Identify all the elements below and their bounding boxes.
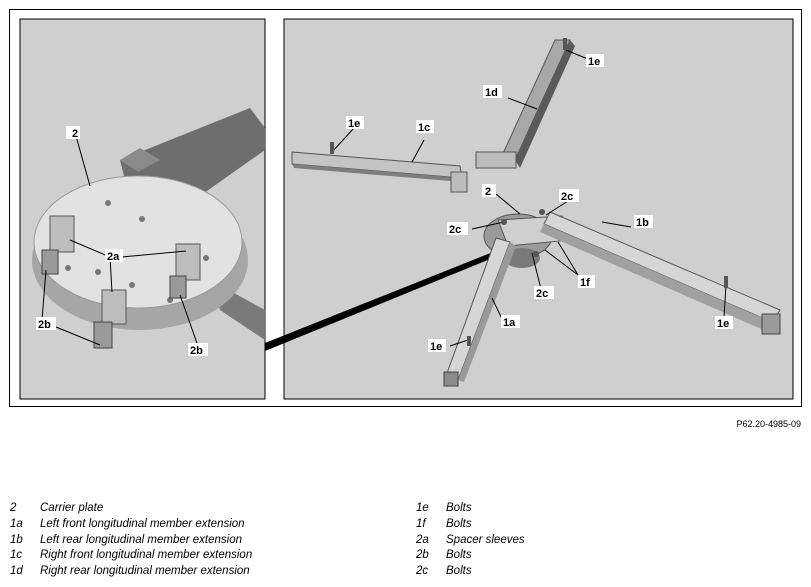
member-extension-1c [291, 151, 468, 193]
callout-2c-left: 2c [447, 222, 468, 236]
legend-item: 2 Carrier plate [10, 501, 252, 517]
callout-2-center: 2 [482, 184, 496, 198]
callout-2c-top: 2c [559, 189, 579, 203]
spacer-sleeve-3 [93, 289, 127, 349]
svg-text:1f: 1f [580, 277, 590, 289]
callout-1e-top-right: 1e [586, 54, 604, 68]
legend-key: 1a [10, 517, 23, 530]
callout-2a-left: 2a [105, 249, 123, 263]
legend-text: Spacer sleeves [446, 533, 525, 546]
callout-1a: 1a [501, 315, 520, 329]
legend-item: 1c Right front longitudinal member exten… [10, 548, 252, 564]
legend-text: Bolts [446, 517, 472, 530]
bolt-markers [330, 38, 728, 346]
legend-item: 2b Bolts [416, 548, 525, 564]
svg-text:1a: 1a [503, 317, 516, 329]
callout-1f: 1f [578, 275, 595, 289]
legend-item: 1e Bolts [416, 501, 525, 517]
legend-left: 2 Carrier plate 1a Left front longitudin… [10, 501, 252, 580]
legend-text: Left front longitudinal member extension [40, 517, 245, 530]
legend-key: 1d [10, 565, 23, 578]
legend-text: Bolts [446, 502, 472, 514]
legend-text: Bolts [446, 565, 472, 578]
legend-right: 1e Bolts 1f Bolts 2a Spacer sleeves 2b B… [416, 501, 525, 580]
svg-text:1c: 1c [418, 122, 430, 134]
svg-text:2c: 2c [561, 191, 573, 203]
callout-1b: 1b [634, 215, 653, 229]
svg-text:2b: 2b [38, 319, 51, 331]
svg-text:1d: 1d [485, 87, 498, 99]
member-extension-1a [443, 237, 516, 387]
legend-key: 1c [10, 549, 23, 562]
svg-text:2c: 2c [449, 224, 461, 236]
legend-item: 2c Bolts [416, 564, 525, 580]
legend-text: Right rear longitudinal member extension [40, 565, 250, 578]
callout-1e-right-arm: 1e [715, 316, 733, 330]
legend-item: 1a Left front longitudinal member extens… [10, 517, 252, 533]
svg-text:1e: 1e [430, 341, 442, 353]
legend-key: 2 [10, 502, 17, 514]
member-extension-1b [540, 211, 781, 335]
detail-connector-line [265, 250, 500, 351]
legend-text: Right front longitudinal member extensio… [40, 549, 253, 562]
legend-key: 1e [416, 502, 429, 514]
callout-1d: 1d [483, 85, 502, 99]
svg-text:1e: 1e [588, 56, 600, 68]
svg-text:1e: 1e [348, 118, 360, 130]
svg-text:1b: 1b [636, 217, 649, 229]
callout-1c: 1c [416, 120, 434, 134]
callout-2b-left-a: 2b [36, 317, 56, 331]
callout-1e-bottom: 1e [428, 339, 446, 353]
svg-text:2: 2 [72, 128, 78, 140]
assembly-illustration: 2 2a 2b 2b 1e 1d 1e 1c [19, 18, 794, 400]
member-extension-1d [475, 39, 575, 169]
leader-lines [41, 49, 727, 347]
callout-2c-bottom: 2c [534, 286, 554, 300]
callout-2-left: 2 [66, 126, 80, 140]
spacer-sleeve-1 [41, 215, 75, 275]
svg-text:2c: 2c [536, 288, 548, 300]
callout-1e-left-arm: 1e [346, 116, 364, 130]
spacer-sleeve-2 [169, 243, 201, 299]
legend-text: Bolts [446, 549, 472, 562]
legend-text: Carrier plate [40, 502, 104, 514]
svg-text:2b: 2b [190, 345, 203, 357]
figure-id: P62.20-4985-09 [736, 419, 801, 429]
legend-key: 2b [416, 549, 429, 562]
legend-key: 2a [416, 533, 429, 546]
callout-2b-left-b: 2b [188, 343, 208, 357]
legend-key: 1f [416, 517, 426, 530]
legend-item: 1f Bolts [416, 517, 525, 533]
svg-text:2: 2 [485, 186, 491, 198]
legend-item: 1d Right rear longitudinal member extens… [10, 564, 252, 580]
carrier-plate-detail [32, 108, 265, 349]
svg-text:1e: 1e [717, 318, 729, 330]
legend-item: 2a Spacer sleeves [416, 533, 525, 549]
illustration-frame: 2 2a 2b 2b 1e 1d 1e 1c [9, 9, 802, 407]
legend-item: 1b Left rear longitudinal member extensi… [10, 533, 252, 549]
legend-key: 1b [10, 533, 23, 546]
svg-text:2a: 2a [107, 251, 120, 263]
legend-text: Left rear longitudinal member extension [40, 533, 243, 546]
legend-key: 2c [416, 565, 429, 578]
